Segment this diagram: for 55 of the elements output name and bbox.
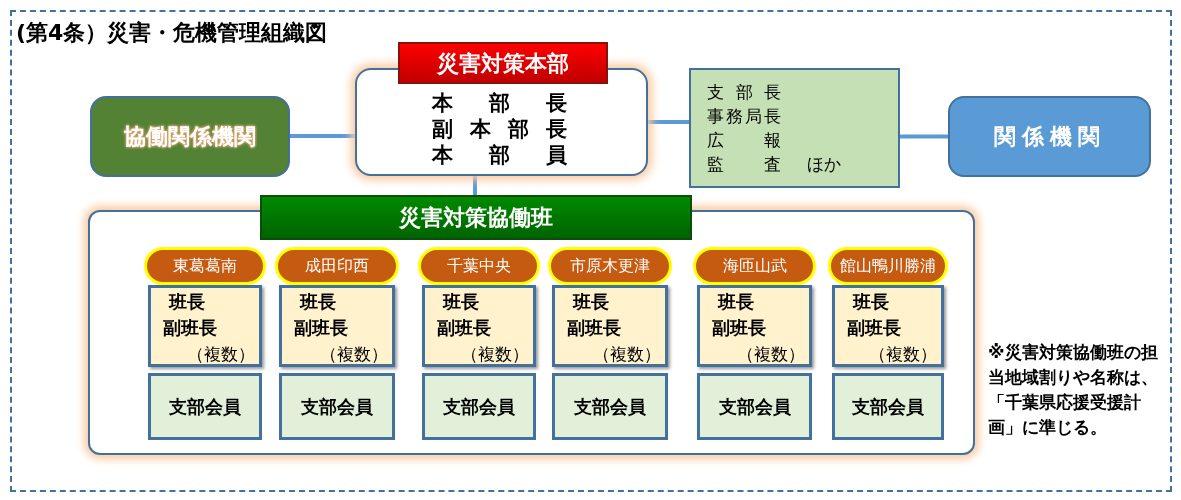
role-text: 副班長 — [163, 316, 218, 340]
team-box — [832, 285, 944, 367]
team-box — [552, 285, 668, 367]
role-text: 副班長 — [847, 316, 902, 340]
organization-box: 関係機関 — [948, 96, 1151, 177]
heading-banner: 災害対策協働班 — [260, 195, 692, 240]
region-tag: 館山鴨川勝浦 — [828, 247, 948, 285]
region-tag: 千葉中央 — [418, 247, 540, 285]
member-box: 支部会員 — [832, 373, 944, 440]
role-text: 広報 — [707, 129, 781, 152]
region-tag: 成田印西 — [275, 247, 399, 285]
team-box — [697, 285, 812, 367]
role-text: 班長 — [167, 290, 206, 314]
role-text: （複数） — [187, 343, 255, 366]
connector-line — [290, 134, 355, 138]
connector-line — [648, 120, 689, 124]
connector-line — [900, 134, 948, 139]
note-text: ※災害対策協働班の担当地域割りや名称は、「千葉県応援受援計画」に準じる。 — [988, 341, 1159, 439]
title: (第4条）災害・危機管理組織図 — [16, 19, 328, 47]
team-box — [279, 285, 395, 367]
member-box: 支部会員 — [552, 373, 668, 440]
staff-box — [689, 68, 900, 188]
role-text: 副班長 — [437, 316, 492, 340]
role-text: （複数） — [869, 343, 937, 366]
role-text: 班長 — [298, 290, 337, 314]
member-box: 支部会員 — [279, 373, 395, 440]
team-box — [148, 285, 262, 367]
organization-box: 協働関係機関 — [90, 96, 290, 177]
connector-line — [473, 176, 477, 195]
role-text: （複数） — [593, 343, 661, 366]
member-box: 支部会員 — [697, 373, 812, 440]
role-text: 副班長 — [712, 316, 767, 340]
role-text: 副班長 — [294, 316, 349, 340]
heading-banner: 災害対策本部 — [398, 42, 608, 84]
role-text: 班長 — [716, 290, 755, 314]
region-tag: 市原木更津 — [548, 247, 672, 285]
member-box: 支部会員 — [422, 373, 536, 440]
role-text: 班長 — [851, 290, 890, 314]
role-text: （複数） — [320, 343, 388, 366]
team-box — [422, 285, 536, 367]
role-text: （複数） — [461, 343, 529, 366]
role-text: 班長 — [441, 290, 480, 314]
role-text: （複数） — [737, 343, 805, 366]
role-text: ほか — [807, 153, 841, 176]
role-text: 本部員 — [432, 142, 567, 168]
role-text: 事務局長 — [707, 105, 781, 128]
role-text: 副本部長 — [432, 116, 567, 142]
role-text: 副班長 — [567, 316, 622, 340]
role-text: 監査 — [707, 153, 781, 176]
role-text: 本部長 — [432, 90, 567, 116]
member-box: 支部会員 — [148, 373, 262, 440]
region-tag: 東葛葛南 — [144, 247, 266, 285]
role-text: 支部長 — [707, 81, 781, 104]
region-tag: 海匝山武 — [693, 247, 816, 285]
role-text: 班長 — [571, 290, 610, 314]
